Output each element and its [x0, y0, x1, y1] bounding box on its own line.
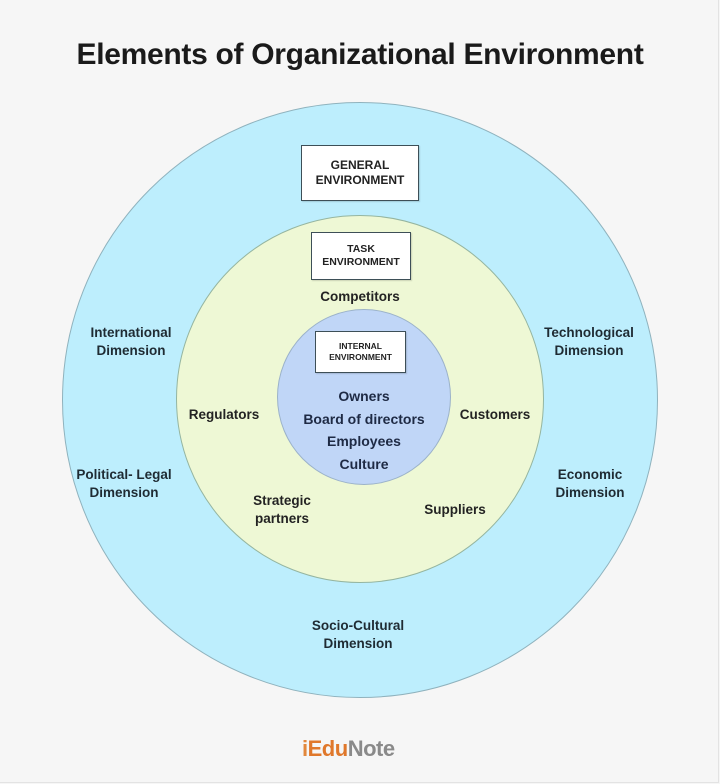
- label-line: Dimension: [555, 485, 625, 500]
- culture-label: Culture: [339, 455, 389, 472]
- label-line: Economic: [557, 467, 623, 482]
- internal-environment-list: Owners Board of directors Employees Cult…: [303, 385, 424, 475]
- iedunote-logo: iEduNote: [302, 736, 395, 762]
- political-legal-dimension-label: Political- Legal Dimension: [76, 466, 171, 502]
- label-line: Dimension: [89, 485, 159, 500]
- label-line: Technological: [544, 325, 634, 340]
- employees-label: Employees: [327, 433, 401, 449]
- label-line: Dimension: [96, 343, 166, 358]
- technological-dimension-label: Technological Dimension: [544, 324, 634, 360]
- suppliers-label: Suppliers: [424, 502, 486, 517]
- task-environment-heading-line2: ENVIRONMENT: [322, 256, 400, 268]
- label-line: partners: [254, 511, 310, 526]
- internal-environment-label-box: INTERNAL ENVIRONMENT: [315, 331, 406, 373]
- task-environment-label-box: TASK ENVIRONMENT: [311, 232, 411, 280]
- label-line: Strategic: [253, 493, 311, 508]
- owners-label: Owners: [338, 388, 390, 404]
- socio-cultural-dimension-label: Socio-Cultural Dimension: [312, 617, 404, 653]
- internal-environment-heading-line1: INTERNAL: [339, 341, 382, 352]
- logo-note: Note: [347, 736, 395, 761]
- internal-environment-circle: [277, 309, 451, 485]
- label-line: International: [90, 325, 172, 340]
- strategic-partners-label: Strategic partners: [253, 492, 311, 528]
- regulators-label: Regulators: [188, 407, 260, 422]
- general-environment-heading-line1: GENERAL: [330, 158, 390, 172]
- logo-edu: Edu: [307, 736, 349, 761]
- competitors-label: Competitors: [320, 289, 400, 304]
- international-dimension-label: International Dimension: [90, 324, 171, 360]
- internal-environment-heading-line2: ENVIRONMENT: [329, 352, 392, 362]
- label-line: Dimension: [323, 636, 393, 651]
- general-environment-label-box: GENERAL ENVIRONMENT: [301, 145, 419, 201]
- label-line: Socio-Cultural: [311, 618, 405, 633]
- task-environment-heading-line1: TASK: [347, 242, 375, 255]
- diagram-title: Elements of Organizational Environment: [76, 38, 644, 71]
- customers-label: Customers: [459, 407, 531, 422]
- economic-dimension-label: Economic Dimension: [555, 466, 624, 502]
- general-environment-heading-line2: ENVIRONMENT: [315, 173, 405, 187]
- label-line: Political- Legal: [76, 467, 172, 482]
- board-of-directors-label: Board of directors: [303, 410, 425, 427]
- logo-i: i: [302, 736, 308, 761]
- label-line: Dimension: [554, 343, 624, 358]
